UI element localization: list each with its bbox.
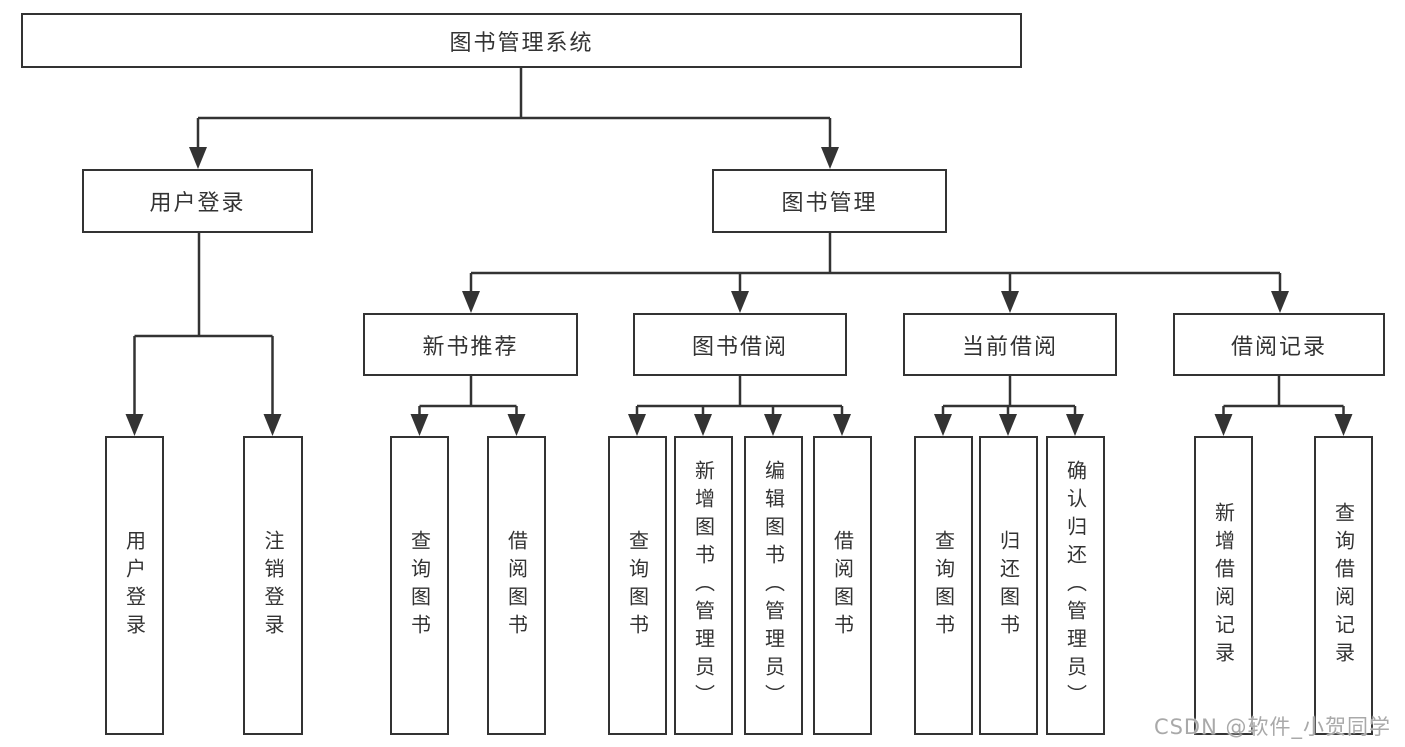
leaf-logout: 注销登录 — [243, 436, 303, 735]
leaf-query-borrow-record: 查询借阅记录 — [1314, 436, 1373, 735]
leaf-borrow-book: 借阅图书 — [813, 436, 872, 735]
leaf-return-book: 归还图书 — [979, 436, 1038, 735]
leaf-user-login: 用户登录 — [105, 436, 164, 735]
leaf-query-book-current: 查询图书 — [914, 436, 973, 735]
leaf-borrow-book-rec: 借阅图书 — [487, 436, 546, 735]
node-user-login: 用户登录 — [82, 169, 313, 233]
connector-borrow-records-to-leaves — [1222, 376, 1345, 415]
csdn-watermark: CSDN @软件_小贺同学 — [1153, 715, 1391, 739]
leaf-edit-book-admin: 编辑图书（管理员） — [744, 436, 803, 735]
node-new-book-rec: 新书推荐 — [363, 313, 578, 376]
connector-current-borrow-to-leaves — [941, 376, 1077, 415]
leaf-query-book-borrow: 查询图书 — [608, 436, 667, 735]
node-book-borrow: 图书借阅 — [633, 313, 847, 376]
connector-book-mgmt-to-level3 — [469, 233, 1282, 292]
node-current-borrow: 当前借阅 — [903, 313, 1117, 376]
leaf-query-book-rec: 查询图书 — [390, 436, 449, 735]
node-borrow-records: 借阅记录 — [1173, 313, 1385, 376]
connector-root-to-level2 — [196, 68, 832, 148]
node-root: 图书管理系统 — [21, 13, 1022, 68]
connector-new-book-rec-to-leaves — [418, 376, 518, 415]
connector-book-borrow-to-leaves — [635, 376, 844, 415]
node-book-mgmt: 图书管理 — [712, 169, 947, 233]
leaf-add-borrow-record: 新增借阅记录 — [1194, 436, 1253, 735]
leaf-add-book-admin: 新增图书（管理员） — [674, 436, 733, 735]
leaf-confirm-return-admin: 确认归还（管理员） — [1046, 436, 1105, 735]
connector-user-login-to-leaves — [133, 233, 274, 415]
